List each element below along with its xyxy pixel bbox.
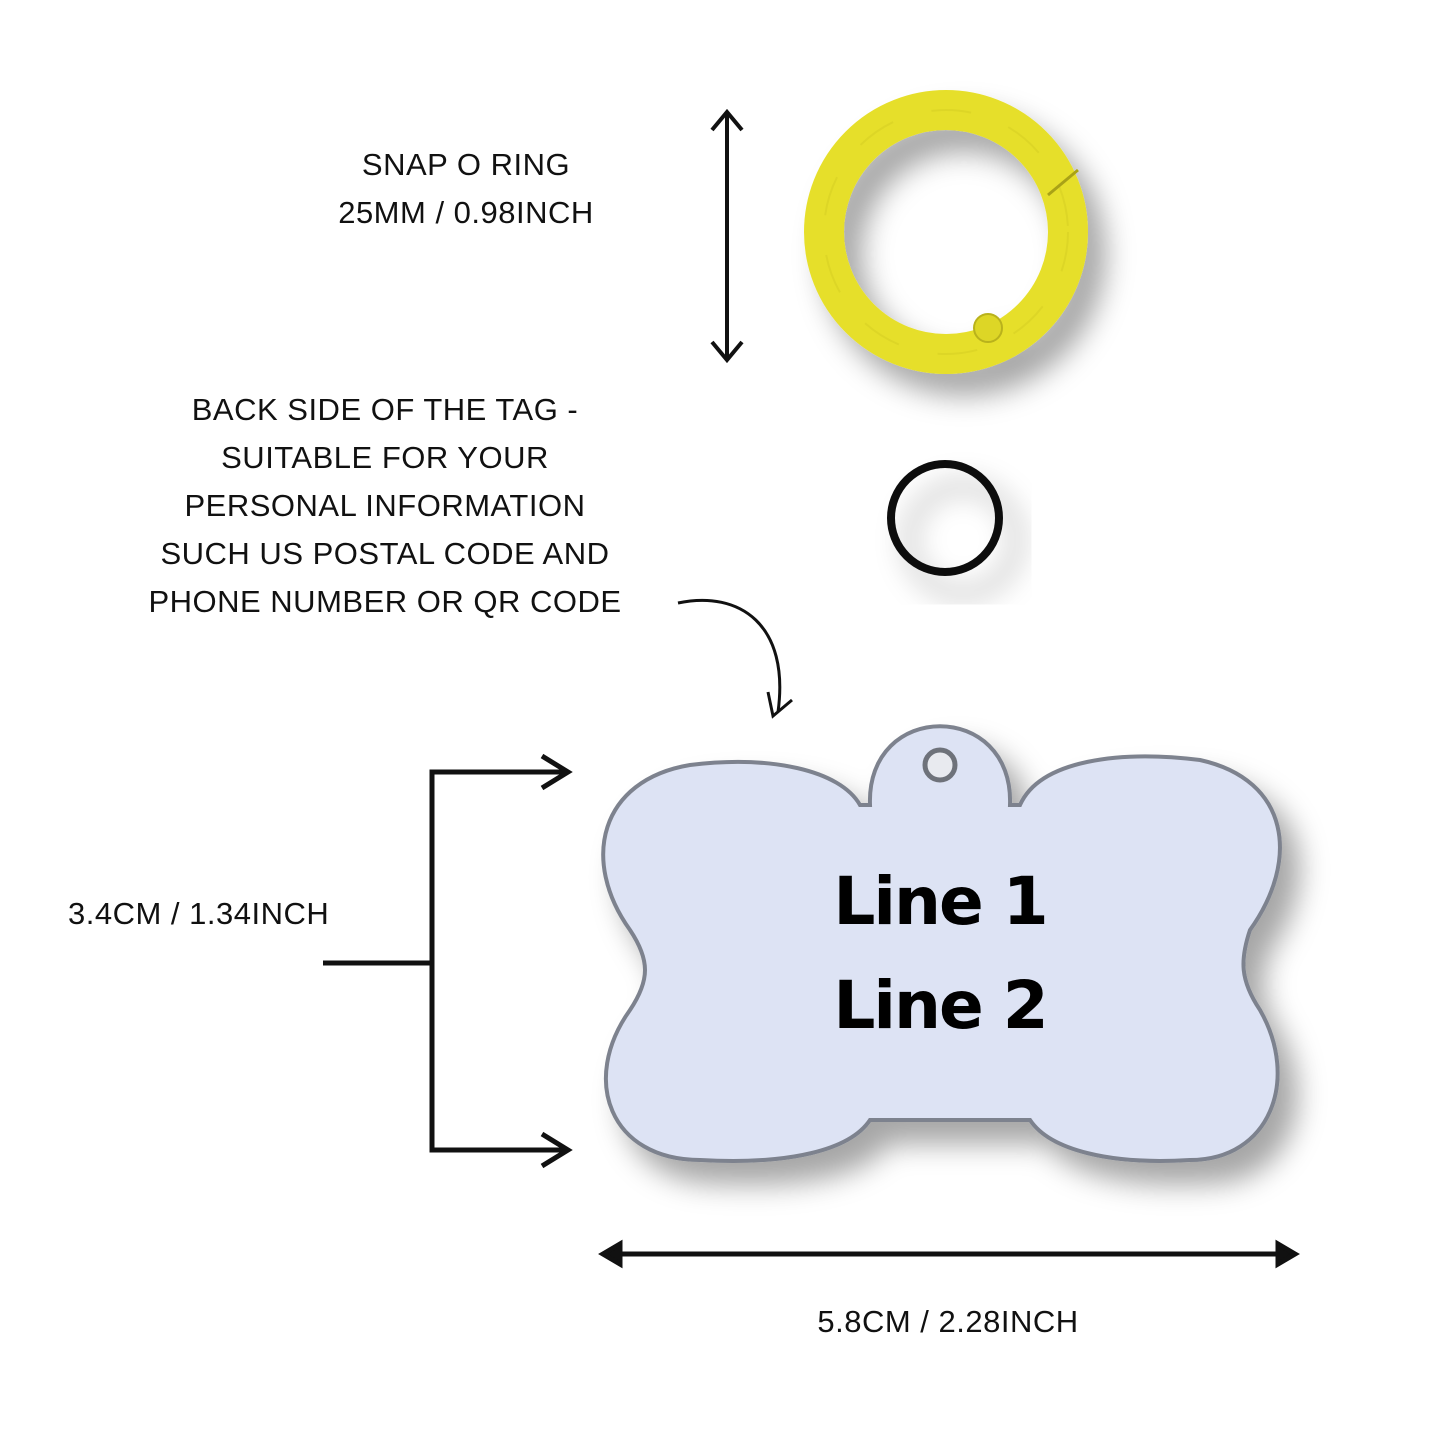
split-ring-image — [887, 460, 1003, 576]
ring-height-arrow — [710, 108, 744, 364]
note-line: SUCH US POSTAL CODE AND — [160, 536, 610, 571]
note-line: SUITABLE FOR YOUR — [221, 440, 549, 475]
tag-line-1: Line 1 — [833, 863, 1048, 940]
bone-tag-image — [601, 724, 1282, 1163]
tag-line-2: Line 2 — [833, 967, 1048, 1044]
snap-ring-size: 25MM / 0.98INCH — [338, 195, 594, 230]
tag-height-bracket — [323, 753, 573, 1169]
note-line: PHONE NUMBER OR QR CODE — [148, 584, 622, 619]
note-line: PERSONAL INFORMATION — [184, 488, 586, 523]
height-label: 3.4CM / 1.34INCH — [68, 896, 330, 931]
note-line: BACK SIDE OF THE TAG - — [191, 392, 579, 427]
snap-o-ring-image — [804, 90, 1088, 374]
tag-width-arrow — [598, 1239, 1300, 1269]
snap-ring-title: SNAP O RING — [361, 147, 571, 182]
curved-pointer-arrow — [677, 598, 793, 719]
width-label: 5.8CM / 2.28INCH — [817, 1304, 1079, 1339]
